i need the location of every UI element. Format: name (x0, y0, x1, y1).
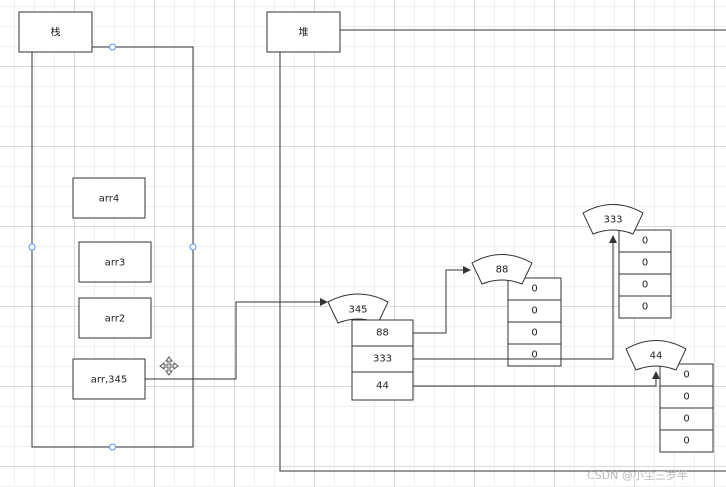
handle-left[interactable] (28, 243, 36, 251)
object-88-header (471, 254, 533, 285)
object-333-cell-3-value: 0 (642, 302, 648, 313)
watermark: CSDN @小尘三岁半 (587, 468, 688, 482)
object-345-header (327, 293, 389, 324)
object-44-cell-1-value: 0 (683, 392, 689, 403)
object-88-cell-1-value: 0 (531, 306, 537, 317)
arrow-88-ref[interactable] (413, 266, 471, 334)
object-88-cell-0-value: 0 (531, 284, 537, 295)
stack-var-arr2-label: arr2 (105, 314, 126, 325)
heap-frame[interactable] (279, 52, 726, 472)
object-333-cell-0-value: 0 (642, 236, 648, 247)
object-44-cell-3[interactable] (659, 429, 714, 453)
heap-object-345[interactable]: 345 88 333 44 (327, 293, 414, 401)
object-345-cell-0-value: 88 (376, 328, 389, 339)
object-44-cell-2-value: 0 (683, 414, 689, 425)
stack-var-arr[interactable] (72, 358, 146, 400)
stack-var-arr4[interactable] (72, 177, 146, 219)
object-345-label: 345 (348, 305, 367, 316)
arrow-333-ref[interactable] (413, 235, 617, 360)
stack-region: 栈 arr4 arr3 arr2 arr,345 (18, 11, 197, 451)
stack-var-arr4-label: arr4 (99, 194, 120, 205)
object-345-cell-1-value: 333 (373, 354, 392, 365)
object-88-cell-3-value: 0 (531, 350, 537, 361)
object-88-cell-3[interactable] (507, 343, 562, 367)
stack-var-arr3-label: arr3 (105, 258, 126, 269)
object-345-cell-2[interactable] (351, 371, 414, 401)
object-333-header (582, 204, 644, 235)
move-cursor-icon (159, 356, 179, 376)
object-333-cell-2-value: 0 (642, 280, 648, 291)
stack-var-arr-label: arr,345 (91, 375, 127, 386)
handle-right[interactable] (189, 243, 197, 251)
object-44-header (625, 340, 687, 371)
heap-title-box (266, 11, 341, 53)
arrow-arr-to-345[interactable] (145, 298, 328, 380)
heap-object-88[interactable]: 0 0 0 0 88 (471, 254, 562, 367)
object-345-cell-2-value: 44 (376, 381, 389, 392)
object-88-label: 88 (496, 265, 509, 276)
arrow-44-ref[interactable] (413, 371, 660, 387)
object-88-cell-2-value: 0 (531, 328, 537, 339)
object-333-cell-1-value: 0 (642, 258, 648, 269)
object-44-cell-0-value: 0 (683, 370, 689, 381)
heap-region: 堆 (266, 11, 726, 472)
heap-object-333[interactable]: 0 0 0 0 333 (582, 204, 672, 319)
object-44-cell-3-value: 0 (683, 436, 689, 447)
heap-object-44[interactable]: 0 0 0 0 44 (625, 340, 714, 453)
object-333-label: 333 (603, 215, 622, 226)
stack-title-box (18, 11, 93, 53)
object-333-cell-3[interactable] (618, 295, 672, 319)
stack-var-arr2[interactable] (78, 297, 152, 339)
heap-title: 堆 (299, 27, 309, 39)
stack-title: 栈 (51, 26, 61, 39)
object-44-label: 44 (650, 351, 663, 362)
reference-arrows (145, 235, 660, 387)
handle-bottom[interactable] (109, 443, 116, 451)
handle-top[interactable] (109, 43, 116, 51)
stack-var-arr3[interactable] (78, 241, 152, 283)
